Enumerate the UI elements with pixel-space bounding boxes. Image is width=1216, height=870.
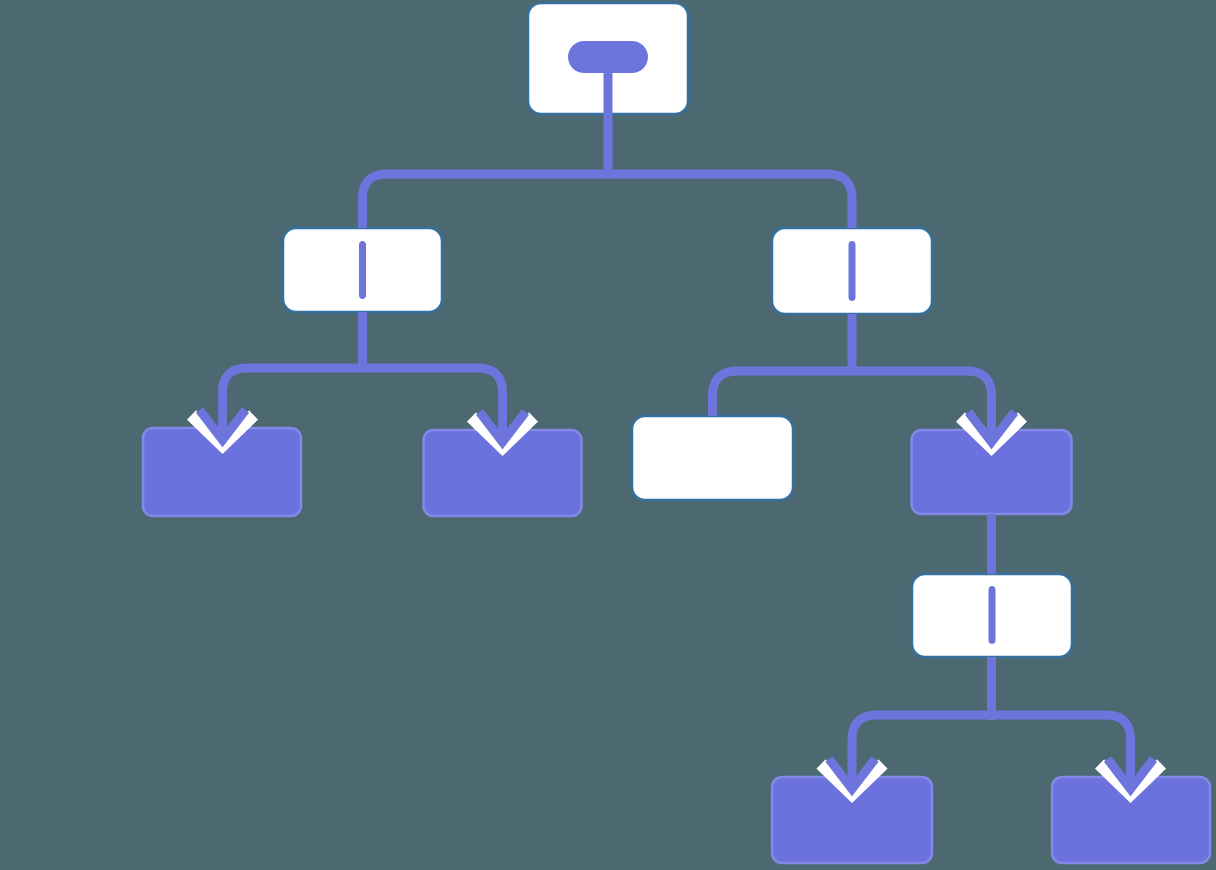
chevron-accent [825, 756, 879, 797]
double-chevron-down-icon [816, 756, 888, 804]
connector-fork-bottom [847, 710, 1135, 790]
connector-fork-right [708, 366, 996, 443]
double-chevron-down-icon [186, 407, 259, 455]
double-chevron-down-icon [466, 409, 539, 457]
tree-node-child-card[interactable] [630, 414, 795, 502]
vertical-bar-icon [988, 586, 996, 644]
chevron-accent [1103, 756, 1158, 797]
double-chevron-down-icon [1094, 756, 1167, 804]
chevron-accent [195, 407, 250, 448]
chevron-accent [475, 409, 530, 450]
double-chevron-down-icon [955, 409, 1028, 457]
vertical-bar-icon [848, 241, 856, 301]
connector-fork-top [358, 169, 857, 228]
vertical-bar-icon [359, 241, 366, 299]
chevron-accent [964, 409, 1019, 450]
connector-fork-left [218, 363, 507, 441]
